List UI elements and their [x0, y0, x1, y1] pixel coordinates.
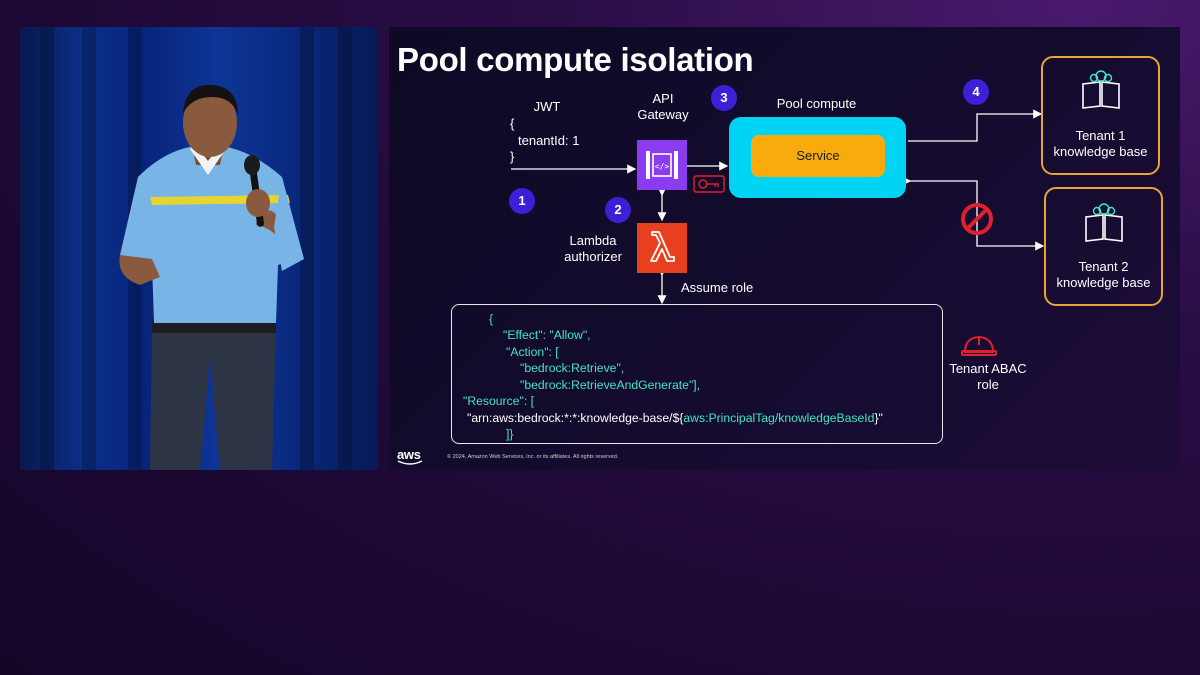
policy-principal-tag: aws:PrincipalTag/knowledgeBaseId: [683, 411, 875, 425]
speaker-figure: [119, 84, 304, 470]
pool-to-tenant1-arrow: [908, 109, 1043, 142]
policy-line-3: "Action": [: [506, 345, 559, 359]
knowledge-base-icon: [1079, 68, 1123, 112]
pool-compute-label: Pool compute: [776, 96, 857, 111]
jwt-claim: tenantId: 1: [518, 133, 580, 148]
tenant2-knowledge-base-box: Tenant 2 knowledge base: [1044, 187, 1163, 306]
tenant-abac-role-label: Tenant ABAC role: [949, 361, 1027, 392]
policy-line-5: "bedrock:RetrieveAndGenerate"],: [520, 378, 701, 392]
policy-resource-end: }": [874, 411, 883, 425]
hard-hat-icon: [960, 333, 998, 357]
aws-logo: aws: [397, 447, 421, 462]
policy-line-4: "bedrock:Retrieve",: [520, 361, 625, 375]
tenant1-knowledge-base-box: Tenant 1 knowledge base: [1041, 56, 1160, 175]
pool-to-tenant2-arrow: [902, 176, 1045, 251]
policy-resource-arn: "arn:aws:bedrock:*:*:knowledge-base/${: [467, 411, 684, 425]
step-badge-1: 1: [509, 188, 535, 214]
slide-title: Pool compute isolation: [397, 41, 754, 78]
knowledge-base-icon: [1082, 201, 1126, 245]
api-gateway-label: API Gateway: [637, 91, 689, 122]
step-badge-2: 2: [605, 197, 631, 223]
policy-line-6: "Resource": [: [463, 394, 534, 408]
policy-line-1: {: [489, 312, 494, 326]
service-box: Service: [751, 135, 885, 177]
policy-line-8: ]}: [506, 427, 514, 441]
jwt-label: JWT: [533, 99, 561, 114]
svg-text:</>: </>: [655, 162, 670, 171]
policy-line-7: "arn:aws:bedrock:*:*:knowledge-base/${aw…: [467, 410, 883, 427]
assume-role-label: Assume role: [681, 280, 754, 295]
copyright-footer: © 2024, Amazon Web Services, Inc. or its…: [447, 454, 619, 460]
speaker-video: [20, 27, 378, 470]
step-badge-3: 3: [711, 85, 737, 111]
aws-smile-icon: [397, 460, 423, 465]
diagram-connectors: [511, 109, 1045, 305]
key-icon: [693, 175, 725, 193]
tenant1-label: Tenant 1 knowledge base: [1053, 128, 1148, 159]
policy-line-2: "Effect": "Allow",: [503, 328, 591, 342]
slide: Pool compute isolation JWT { tenantId: 1…: [389, 27, 1180, 470]
jwt-open-brace: {: [510, 116, 515, 131]
policy-document: [451, 304, 943, 444]
tenant2-label: Tenant 2 knowledge base: [1056, 259, 1151, 290]
lambda-icon: [637, 223, 687, 273]
step-badge-4: 4: [963, 79, 989, 105]
lambda-authorizer-label: Lambda authorizer: [564, 233, 622, 264]
deny-icon: [960, 202, 994, 236]
jwt-close-brace: }: [510, 149, 515, 164]
api-gateway-icon: </>: [637, 140, 687, 190]
